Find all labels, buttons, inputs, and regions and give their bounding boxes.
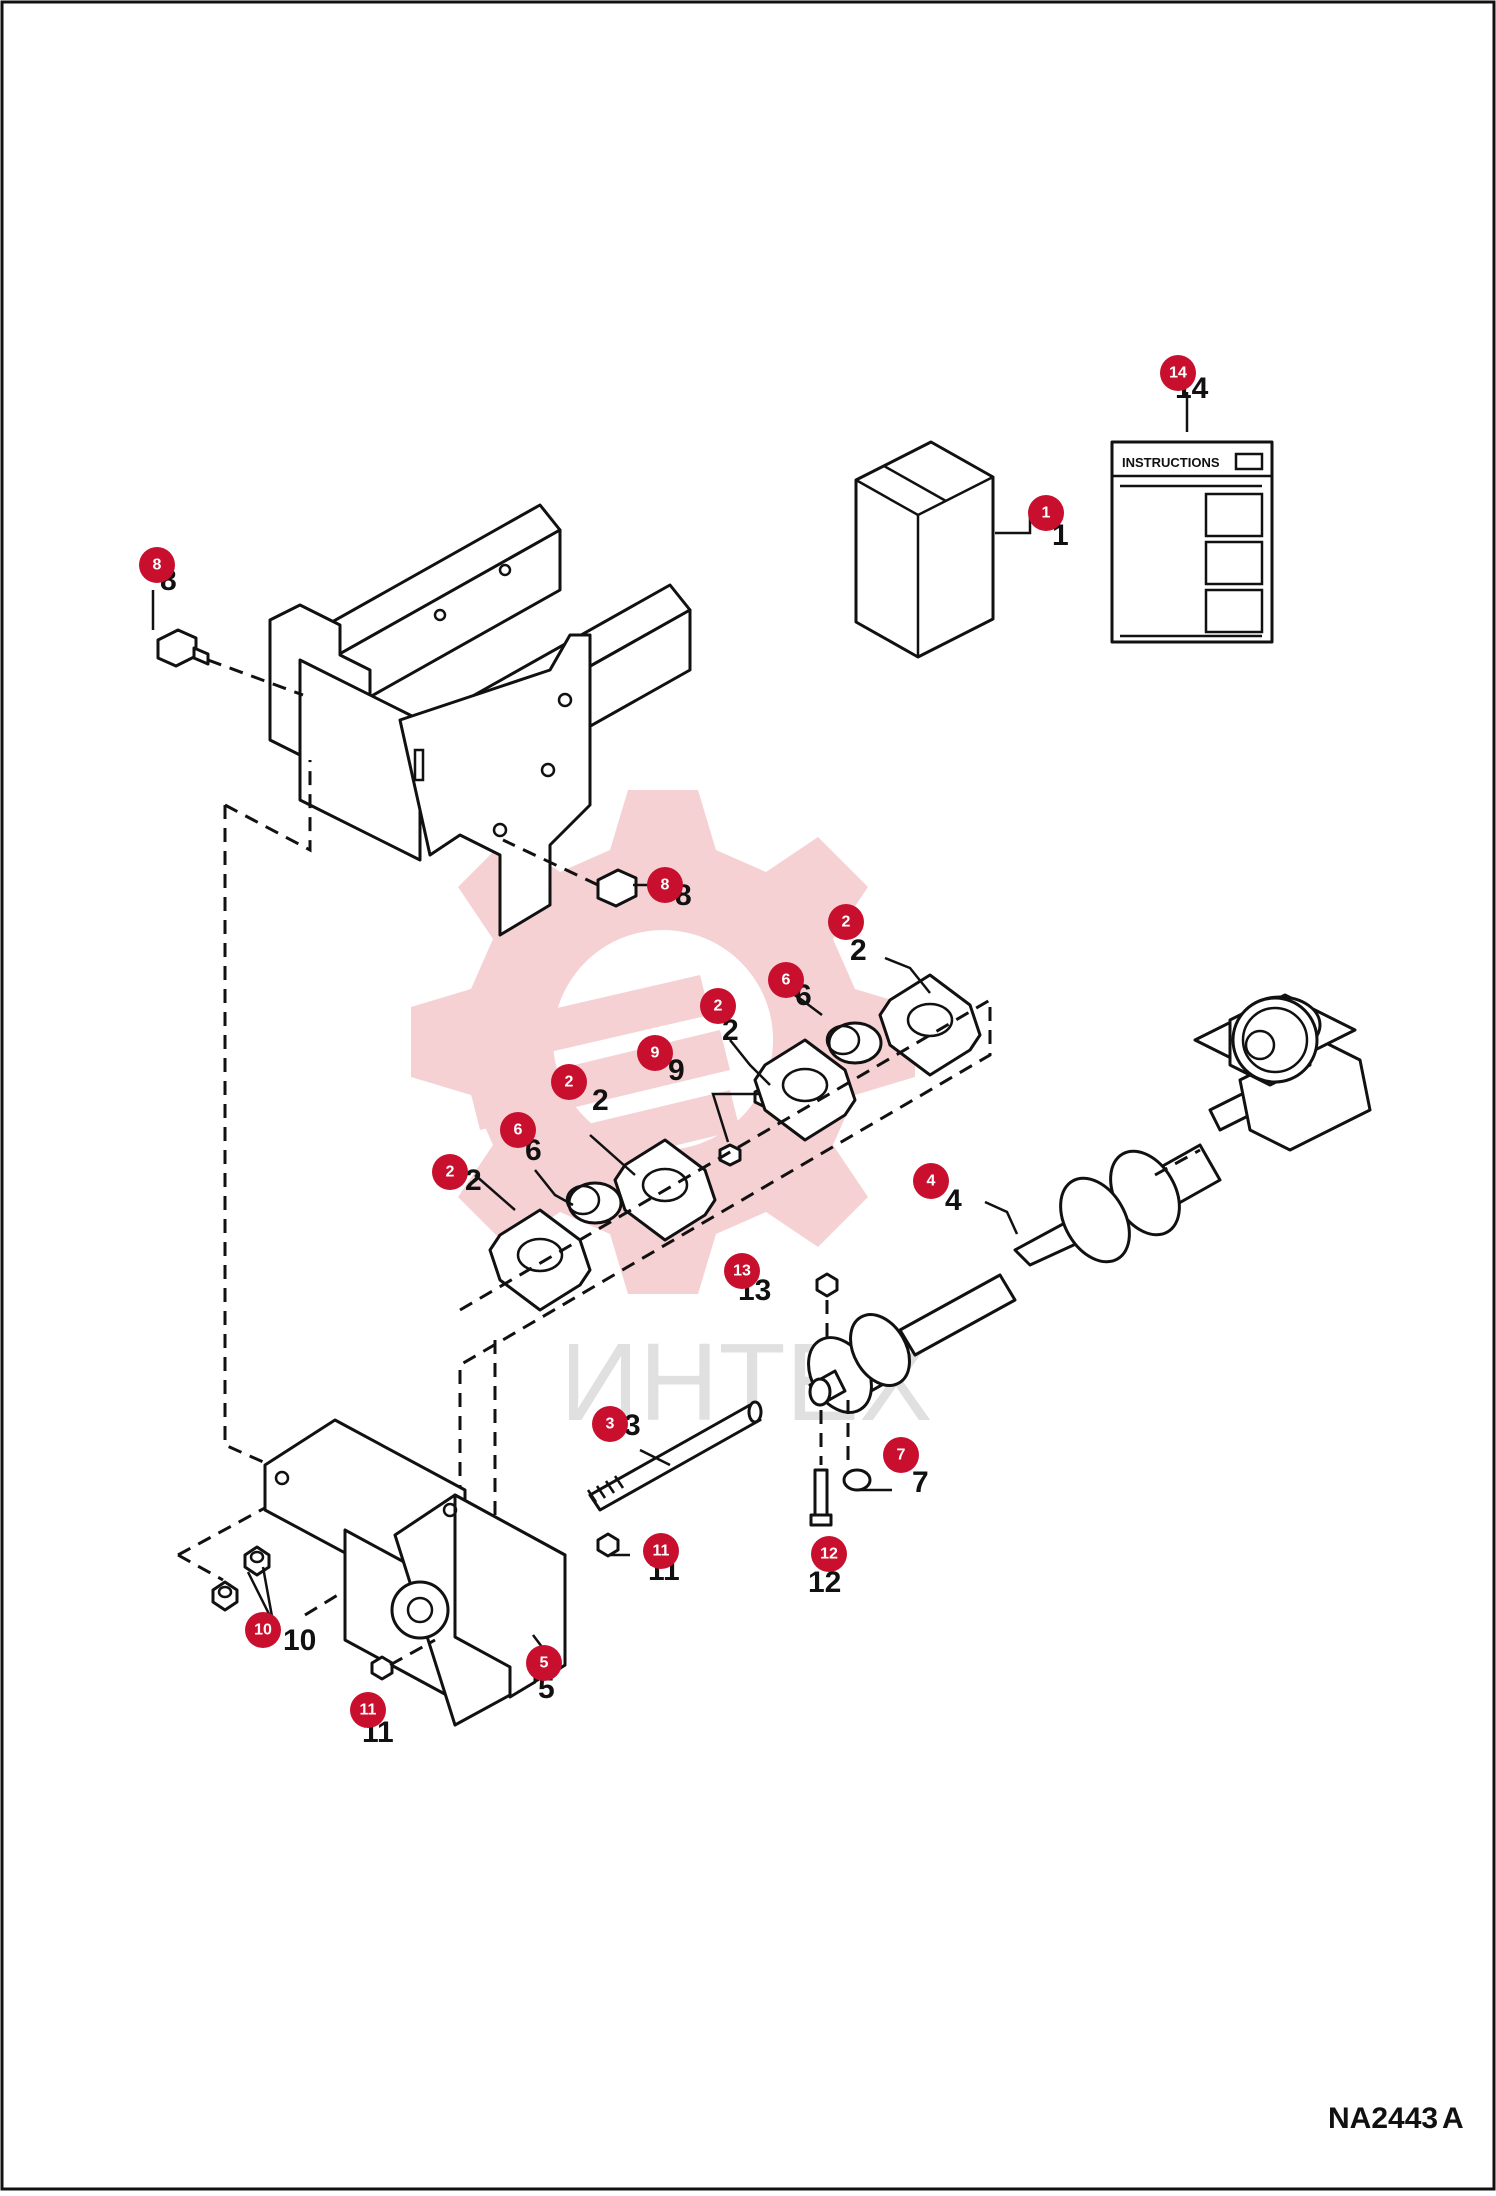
- printed-num-7: 7: [912, 1466, 929, 1499]
- part-nut-13: [815, 1272, 839, 1345]
- svg-text:5: 5: [540, 1655, 549, 1672]
- assembly-guide-frame: [224, 760, 312, 853]
- part-drive-shaft-4: [807, 1143, 1222, 1414]
- svg-text:6: 6: [782, 972, 791, 989]
- part-bolt-8-lower: [502, 838, 638, 908]
- callout-2-c[interactable]: 2: [551, 1064, 587, 1100]
- callout-9[interactable]: 9: [637, 1035, 673, 1071]
- svg-text:2: 2: [842, 914, 851, 931]
- instructions-sheet-title: INSTRUCTIONS: [1122, 455, 1220, 470]
- callout-6-a[interactable]: 6: [768, 962, 804, 998]
- svg-text:2: 2: [565, 1074, 574, 1091]
- callout-11-b[interactable]: 11: [350, 1692, 386, 1728]
- svg-text:13: 13: [733, 1263, 751, 1280]
- svg-text:2: 2: [714, 998, 723, 1015]
- svg-text:11: 11: [653, 1543, 670, 1560]
- svg-text:14: 14: [1169, 365, 1187, 382]
- part-clip-7: [842, 1400, 872, 1492]
- leader-lines: [151, 392, 1189, 1656]
- printed-num-12: 12: [808, 1566, 841, 1599]
- svg-text:9: 9: [651, 1045, 660, 1062]
- callout-2-a[interactable]: 2: [828, 904, 864, 940]
- svg-text:12: 12: [820, 1546, 838, 1563]
- part-instructions-sheet: INSTRUCTIONS: [1110, 440, 1274, 644]
- printed-num-2d: 2: [465, 1164, 482, 1197]
- callout-1[interactable]: 1: [1028, 495, 1064, 531]
- printed-num-3: 3: [624, 1409, 641, 1442]
- printed-num-2c: 2: [592, 1084, 609, 1117]
- part-collar-6-a: [565, 1181, 623, 1225]
- drawing-code: NA2443: [1328, 2102, 1438, 2135]
- svg-text:2: 2: [446, 1164, 455, 1181]
- part-collar-6-b: [825, 1021, 883, 1065]
- callout-4[interactable]: 4: [913, 1163, 949, 1199]
- callout-6-b[interactable]: 6: [500, 1112, 536, 1148]
- part-mount-bracket-5: [263, 1418, 567, 1727]
- callout-5[interactable]: 5: [526, 1645, 562, 1681]
- svg-text:1: 1: [1042, 505, 1051, 522]
- svg-text:8: 8: [153, 557, 162, 574]
- printed-num-2a: 2: [850, 934, 867, 967]
- svg-text:8: 8: [661, 877, 670, 894]
- callout-12[interactable]: 12: [811, 1536, 847, 1572]
- svg-text:3: 3: [606, 1416, 615, 1433]
- callout-3[interactable]: 3: [592, 1406, 628, 1442]
- svg-text:10: 10: [254, 1622, 272, 1639]
- callout-10[interactable]: 10: [245, 1612, 281, 1648]
- callout-8-lower[interactable]: 8: [647, 867, 683, 903]
- part-bolt-8-upper: [156, 628, 304, 697]
- printed-num-9: 9: [668, 1054, 685, 1087]
- callout-2-b[interactable]: 2: [700, 988, 736, 1024]
- assembly-guide-left: [223, 805, 271, 1467]
- part-flange-2-c: [753, 1038, 857, 1142]
- svg-text:7: 7: [897, 1447, 906, 1464]
- drawing-code-suffix: A: [1442, 2102, 1464, 2135]
- callout-11-a[interactable]: 11: [643, 1533, 679, 1569]
- callout-7[interactable]: 7: [883, 1437, 919, 1473]
- printed-num-4: 4: [945, 1184, 962, 1217]
- leader-9: [711, 1092, 763, 1143]
- part-box: [854, 440, 995, 659]
- callout-2-d[interactable]: 2: [432, 1154, 468, 1190]
- part-nut-11-a: [596, 1532, 620, 1558]
- part-gearbox: [1193, 993, 1372, 1152]
- part-shaft-3: [586, 1400, 763, 1512]
- callout-14[interactable]: 14: [1160, 355, 1196, 391]
- part-nut-10-a: [243, 1545, 271, 1577]
- svg-text:4: 4: [927, 1173, 936, 1190]
- printed-num-10: 10: [283, 1624, 316, 1657]
- svg-text:11: 11: [360, 1702, 377, 1719]
- part-loader-frame: [268, 503, 692, 937]
- callout-badges: 14 1 8 8 2 6 2 9 2 6 2 4 13 3 7 11 12 10…: [139, 355, 1196, 1728]
- part-bolt-9-a: [718, 1143, 742, 1167]
- assembly-guide-bearings: [458, 997, 992, 1565]
- printed-num-2b: 2: [722, 1014, 739, 1047]
- callout-13[interactable]: 13: [724, 1253, 760, 1289]
- printed-part-numbers: 14 1 8 8 2 6 2 9 2 6 2 4 13 3 7 11 12 10…: [160, 372, 1209, 1749]
- part-nut-10-b: [211, 1580, 239, 1612]
- part-flange-2-a: [488, 1208, 592, 1312]
- part-nut-11-b: [370, 1638, 436, 1681]
- svg-text:6: 6: [514, 1122, 523, 1139]
- callout-8-upper[interactable]: 8: [139, 547, 175, 583]
- part-bolt-12: [809, 1410, 833, 1527]
